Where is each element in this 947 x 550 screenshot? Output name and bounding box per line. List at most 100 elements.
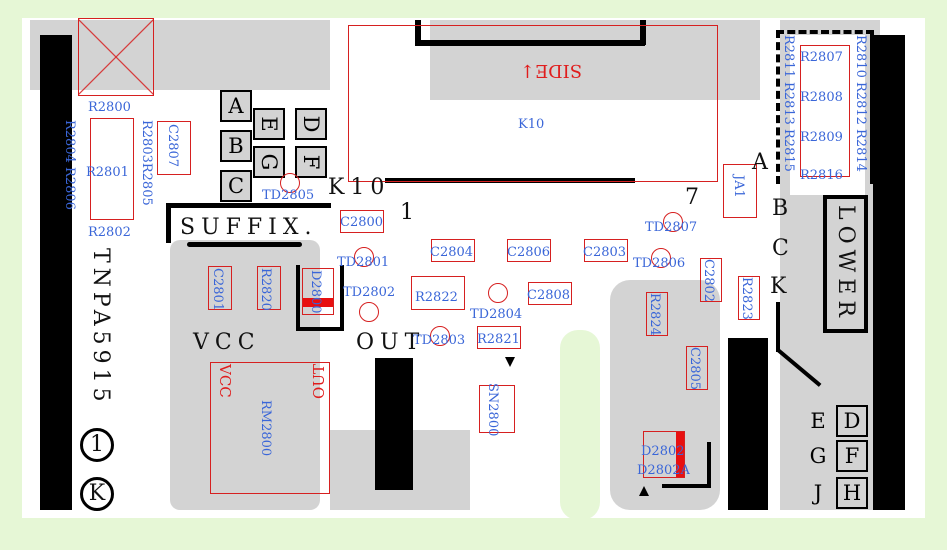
- pad: [728, 338, 768, 510]
- jumper-e2: E: [802, 405, 834, 437]
- ref-r2802: R2802: [88, 225, 131, 240]
- cap-c2806: [507, 239, 551, 262]
- testpoint-td2803: [430, 326, 450, 346]
- copper-area: [30, 20, 330, 90]
- silk-line: [166, 203, 331, 208]
- ref-r2808: R2808: [800, 90, 843, 105]
- testpoint-td2802: [359, 302, 379, 322]
- ref-td2807: TD2807: [645, 220, 698, 235]
- ref-c2806: C2806: [507, 245, 551, 260]
- cap-c2808: [528, 282, 572, 305]
- copper-area: [430, 20, 760, 100]
- ref-r2803-r2805: R2803R2805: [139, 120, 154, 206]
- cap-c2805: [686, 346, 708, 390]
- resistor-r2800: [90, 118, 134, 220]
- jumper-e: E: [253, 108, 285, 140]
- jumper-g: G: [253, 146, 285, 178]
- silk-line: [166, 203, 171, 243]
- suffix-label: SUFFIX.: [180, 215, 318, 240]
- pin7-label: 7: [685, 185, 705, 210]
- ref-r2800: R2800: [88, 100, 131, 115]
- testpoint-td2804: [488, 283, 508, 303]
- jumper-label-a: A: [752, 150, 774, 175]
- ref-c2801: C2801: [210, 268, 225, 312]
- jumper-a: A: [220, 90, 252, 122]
- ref-c2807: C2807: [165, 124, 180, 168]
- rm-vcc-pin: VCC: [216, 364, 234, 398]
- circle-1: 1: [80, 428, 114, 462]
- silk-line: [776, 302, 780, 352]
- jumper-d: D: [295, 108, 327, 140]
- ref-r2809: R2809: [800, 130, 843, 145]
- ref-td2802: TD2802: [343, 285, 396, 300]
- jumper-d2: D: [836, 405, 868, 437]
- ref-d2800: D2800: [308, 270, 323, 314]
- ref-td2801: TD2801: [337, 255, 390, 270]
- copper-area: [170, 240, 320, 510]
- ref-c2800: C2800: [340, 215, 384, 230]
- ref-c2804: C2804: [430, 245, 474, 260]
- cap-c2804: [431, 239, 475, 262]
- cap-c2800: [340, 210, 384, 233]
- testpoint-td2806: [651, 248, 671, 268]
- ref-c2805: C2805: [687, 347, 702, 391]
- edge-bar-left: [40, 35, 72, 510]
- ref-d2802a: D2802A: [637, 463, 690, 478]
- testpoint-td2801: [354, 247, 374, 267]
- connector-outline: [415, 20, 421, 45]
- jumper-g2: G: [802, 440, 834, 472]
- board-edge: [0, 518, 947, 550]
- cap-c2801: [208, 266, 232, 310]
- ref-c2803: C2803: [583, 245, 627, 260]
- ref-r2816: R2816: [800, 168, 843, 183]
- ref-k10: K10: [518, 117, 545, 132]
- out-pad: [375, 358, 413, 490]
- side-label: SIDE↓: [520, 60, 583, 81]
- ref-rm2800: RM2800: [258, 400, 273, 457]
- connector-outline: [415, 40, 645, 46]
- module-rm2800: [210, 362, 330, 494]
- out-label: OUT: [356, 330, 426, 355]
- ref-d2802: D2802: [641, 444, 685, 459]
- resistor-area: [790, 35, 865, 195]
- jumper-label-k: K: [770, 274, 793, 299]
- edge-bar-right: [873, 35, 905, 510]
- jumper-label-b: B: [772, 196, 795, 221]
- ref-ja1: JA1: [731, 175, 746, 198]
- ref-r2801: R2801: [86, 165, 129, 180]
- diode-d2802: [643, 431, 685, 478]
- ref-r2821: R2821: [477, 332, 520, 347]
- board-edge: [0, 0, 947, 18]
- pin1-label: 1: [400, 200, 420, 225]
- ref-td2803: TD2803: [413, 333, 466, 348]
- part-number: TNPA5915: [88, 248, 113, 407]
- ref-td2805: TD2805: [262, 188, 315, 203]
- ref-r2823: R2823: [739, 277, 754, 320]
- jumper-label-c: C: [772, 236, 795, 261]
- sensor-sn2800: [479, 385, 515, 433]
- lower-label: LOWER: [823, 195, 868, 333]
- resistor-r2823: [738, 276, 760, 320]
- ref-r2807: R2807: [800, 50, 843, 65]
- jumper-h: H: [836, 477, 868, 509]
- jumper-b: B: [220, 130, 252, 162]
- ref-sn2800: SN2800: [485, 383, 500, 437]
- resistor-r2824: [646, 292, 668, 336]
- jumper-f2: F: [836, 440, 868, 472]
- diode-outline: [296, 265, 344, 331]
- ref-r2824: R2824: [647, 293, 662, 336]
- circle-k: K: [80, 477, 114, 511]
- ref-r2820: R2820: [258, 268, 273, 311]
- ref-r2811-r2813-r2815: R2811 R2813 R2815: [781, 35, 796, 172]
- silk-corner: [662, 442, 711, 488]
- k10-label: K10: [328, 175, 391, 200]
- connector-k10: [348, 25, 718, 182]
- ref-c2808: C2808: [527, 288, 571, 303]
- resistor-array: [800, 45, 850, 177]
- ref-r2822: R2822: [415, 290, 458, 305]
- resistor-r2822: [411, 276, 465, 310]
- ref-r2804-r2806: R2804 R2806: [62, 120, 77, 210]
- ref-c2802: C2802: [701, 259, 716, 303]
- diode-d2800: [302, 268, 334, 315]
- testpoint-td2807: [663, 212, 683, 232]
